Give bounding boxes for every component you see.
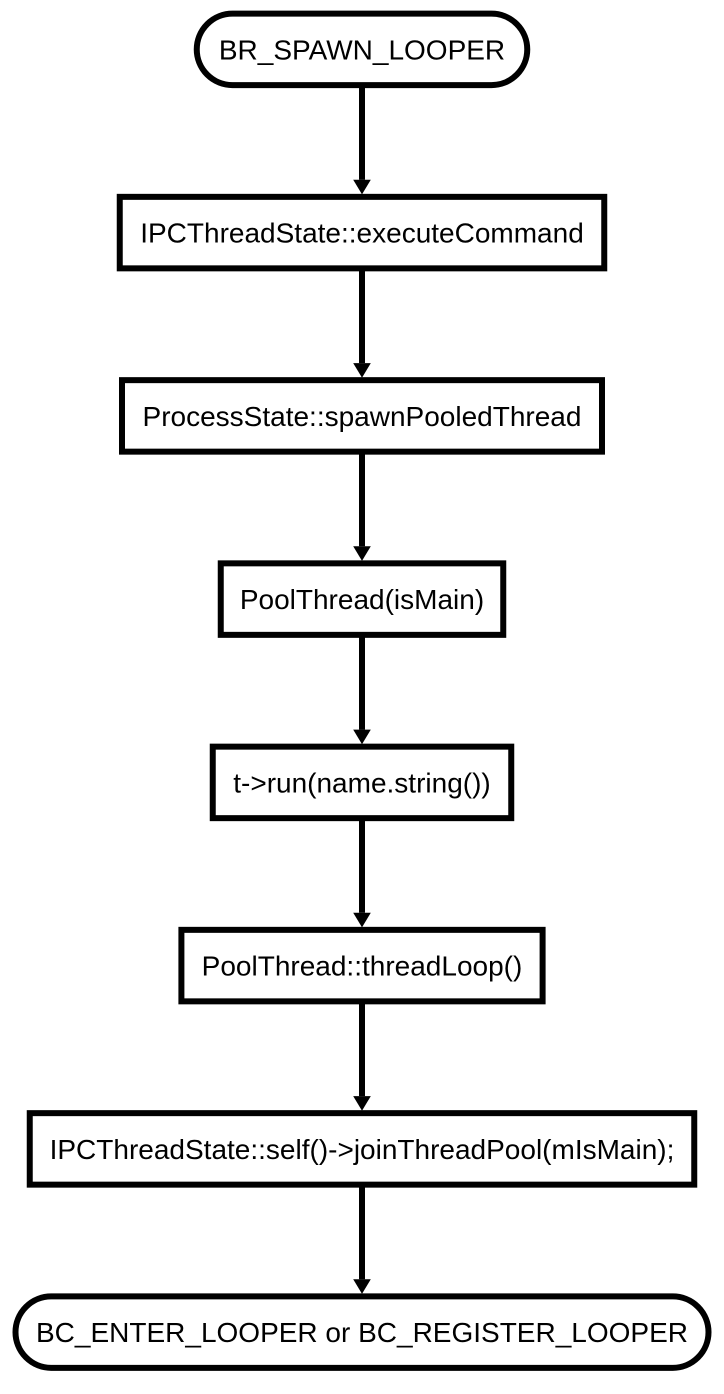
svg-text:IPCThreadState::self()->joinTh: IPCThreadState::self()->joinThreadPool(m… <box>50 1134 675 1165</box>
svg-text:BC_ENTER_LOOPER or BC_REGISTER: BC_ENTER_LOOPER or BC_REGISTER_LOOPER <box>36 1317 688 1348</box>
svg-text:t->run(name.string()): t->run(name.string()) <box>233 767 491 798</box>
svg-text:PoolThread(isMain): PoolThread(isMain) <box>240 584 484 615</box>
svg-text:IPCThreadState::executeCommand: IPCThreadState::executeCommand <box>140 218 584 249</box>
svg-text:PoolThread::threadLoop(): PoolThread::threadLoop() <box>202 951 523 982</box>
svg-text:BR_SPAWN_LOOPER: BR_SPAWN_LOOPER <box>219 34 505 65</box>
svg-text:ProcessState::spawnPooledThrea: ProcessState::spawnPooledThread <box>143 401 582 432</box>
